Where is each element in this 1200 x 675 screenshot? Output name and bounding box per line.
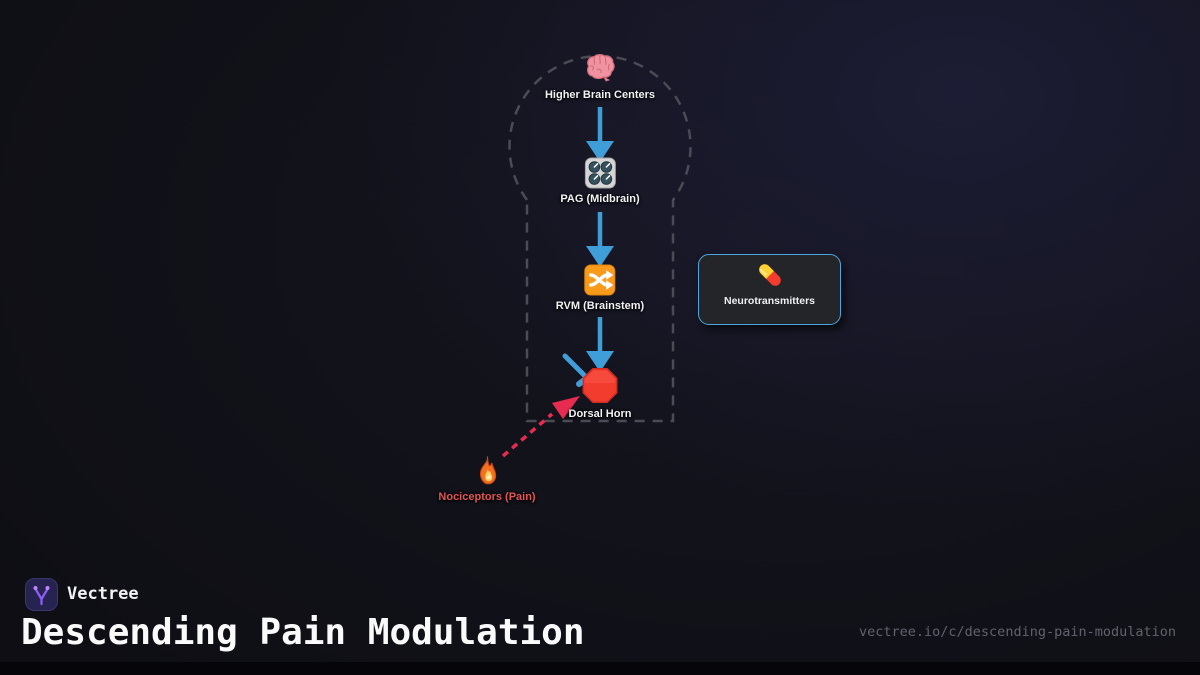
brand-name: Vectree [67,584,139,604]
node-label-pag: PAG (Midbrain) [560,193,640,205]
fire-icon [479,456,496,485]
shuffle-icon [584,264,616,296]
node-label-nociceptors: Nociceptors (Pain) [438,491,536,503]
edge-brain-to-pag [586,107,614,162]
pill-icon [758,264,781,286]
vectree-logo-icon [25,578,58,611]
edge-nociceptors-to-dorsal-horn [501,396,580,458]
page-title: Descending Pain Modulation [21,612,585,653]
bottom-bar [0,662,1200,675]
stop-sign-icon [582,368,618,403]
page-url: vectree.io/c/descending-pain-modulation [859,624,1176,640]
brain-icon [587,54,615,82]
node-nociceptors[interactable]: Nociceptors (Pain) [438,455,536,504]
edge-pag-to-rvm [586,212,614,267]
control-knobs-icon [584,157,616,189]
node-label-higher-brain-centers: Higher Brain Centers [544,89,656,101]
neurotransmitters-label: Neurotransmitters [723,295,816,307]
node-dorsal-horn[interactable]: Dorsal Horn [568,367,632,421]
node-pag[interactable]: PAG (Midbrain) [560,157,640,206]
neurotransmitters-box[interactable]: Neurotransmitters [698,254,841,325]
node-higher-brain-centers[interactable]: Higher Brain Centers [545,51,655,102]
node-rvm[interactable]: RVM (Brainstem) [556,264,644,313]
node-label-rvm: RVM (Brainstem) [555,300,645,312]
edge-rvm-to-dorsal-horn [586,317,614,372]
node-label-dorsal-horn: Dorsal Horn [568,408,632,420]
